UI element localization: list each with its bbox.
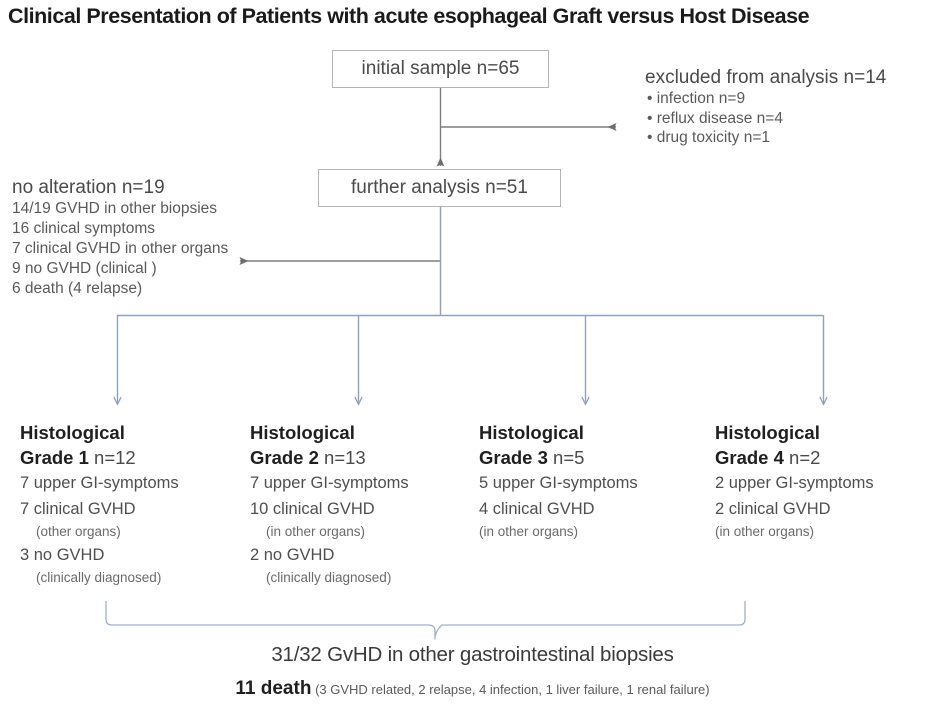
node-initial-sample[interactable]: initial sample n=65 [332,50,549,88]
excluded-item: • infection n=9 [647,90,746,107]
grade-column-2: Histological Grade 2 n=13 7 upper GI-sym… [250,420,409,588]
no-alteration-block: no alteration n=19 14/19 GVHD in other b… [12,176,228,299]
no-alteration-item: 16 clinical symptoms [12,220,155,237]
summary-deaths-detail: (3 GVHD related, 2 relapse, 4 infection,… [315,682,710,697]
node-initial-sample-label: initial sample n=65 [361,58,520,79]
grade-4-n: n=2 [789,447,821,468]
grade-4-subline: (in other organs) [715,524,815,539]
grade-4-title-line1: Histological [715,422,820,443]
grade-2-subline: (in other organs) [266,524,366,539]
grade-column-3: Histological Grade 3 n=5 5 upper GI-symp… [479,420,638,542]
grade-3-line: 5 upper GI-symptoms [479,474,638,492]
page-title: Clinical Presentation of Patients with a… [8,4,810,28]
grade-1-title-line2: Grade 1 n=12 [20,445,179,470]
grade-2-line: 10 clinical GVHD [250,500,375,518]
grade-3-title-line2: Grade 3 n=5 [479,445,638,470]
node-further-analysis-label: further analysis n=51 [351,177,528,198]
grade-3-subline: (in other organs) [479,524,579,539]
summary-deaths-count: 11 death [235,678,312,699]
no-alteration-item: 6 death (4 relapse) [12,280,143,297]
grade-3-grade-label: Grade 3 [479,447,548,468]
grade-4-line: 2 clinical GVHD [715,500,831,518]
grade-3-title-line1: Histological [479,422,584,443]
grade-4-line: 2 upper GI-symptoms [715,474,874,492]
grade-3-n: n=5 [553,447,585,468]
grade-column-1: Histological Grade 1 n=12 7 upper GI-sym… [20,420,179,588]
grade-2-line: 2 no GVHD [250,546,335,564]
grade-1-line: 3 no GVHD [20,546,105,564]
summary-line-biopsies: 31/32 GvHD in other gastrointestinal bio… [271,643,674,666]
excluded-item: • drug toxicity n=1 [647,129,771,146]
grade-2-title-line2: Grade 2 n=13 [250,445,409,470]
grade-1-subline: (other organs) [36,524,121,539]
excluded-item: • reflux disease n=4 [647,109,783,127]
grade-1-subline: (clinically diagnosed) [36,570,162,585]
no-alteration-heading: no alteration n=19 [12,177,165,198]
grade-2-grade-label: Grade 2 [250,447,319,468]
grade-1-grade-label: Grade 1 [20,447,89,468]
grade-4-grade-label: Grade 4 [715,447,784,468]
no-alteration-item: 14/19 GVHD in other biopsies [12,200,218,217]
node-further-analysis[interactable]: further analysis n=51 [318,169,561,207]
grade-1-line: 7 upper GI-symptoms [20,474,179,492]
grade-2-line: 7 upper GI-symptoms [250,474,409,492]
grade-2-title-line1: Histological [250,422,355,443]
grade-1-n: n=12 [94,447,136,468]
excluded-block: excluded from analysis n=14 • infection … [645,66,886,148]
grade-1-line: 7 clinical GVHD [20,500,136,518]
excluded-heading: excluded from analysis n=14 [645,67,887,88]
no-alteration-item: 7 clinical GVHD in other organs [12,240,229,257]
summary-line-deaths: 11 death (3 GVHD related, 2 relapse, 4 i… [0,678,945,700]
grade-2-subline: (clinically diagnosed) [266,570,392,585]
grade-column-4: Histological Grade 4 n=2 2 upper GI-symp… [715,420,874,542]
grade-2-n: n=13 [324,447,366,468]
no-alteration-item: 9 no GVHD (clinical ) [12,260,157,277]
grade-4-title-line2: Grade 4 n=2 [715,445,874,470]
grade-1-title-line1: Histological [20,422,125,443]
connector-bottom-brace [105,601,746,640]
grade-3-line: 4 clinical GVHD [479,500,595,518]
